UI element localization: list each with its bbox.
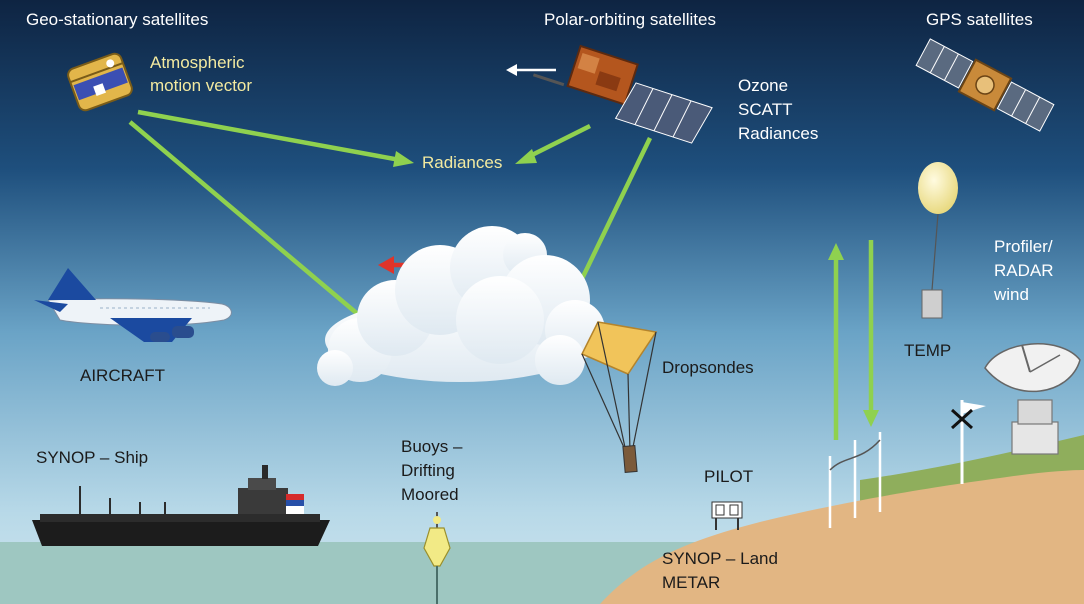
arrowhead-up-pilot bbox=[828, 243, 844, 260]
polar-obs-line2: SCATT bbox=[738, 100, 793, 119]
arrow-geo-to-radiances bbox=[137, 109, 401, 163]
anemometer-flag-icon bbox=[950, 400, 986, 484]
polar-obs-line1: Ozone bbox=[738, 76, 789, 95]
pilot-label: PILOT bbox=[704, 467, 754, 486]
synop-land-label-line2: METAR bbox=[662, 573, 721, 592]
buoys-label-line2: Drifting bbox=[401, 461, 455, 480]
arrow-polar-to-radiances bbox=[526, 123, 592, 160]
dropsonde-parachute-icon bbox=[580, 321, 658, 474]
land bbox=[600, 470, 1084, 604]
buoys-label-line3: Moored bbox=[401, 485, 459, 504]
gps-satellite-icon bbox=[915, 38, 1055, 132]
pilot-masts bbox=[828, 432, 882, 528]
radiances-label: Radiances bbox=[422, 153, 503, 172]
white-arrow bbox=[506, 64, 556, 76]
amv-label-line1: Atmospheric bbox=[150, 53, 245, 72]
profiler-label-line1: Profiler/ bbox=[994, 237, 1053, 256]
aircraft-icon bbox=[34, 268, 232, 342]
polar-orbiting-satellites-label: Polar-orbiting satellites bbox=[544, 10, 716, 29]
arrowhead-down-pilot bbox=[863, 410, 879, 427]
profiler-label-line3: wind bbox=[994, 285, 1029, 304]
amv-label-line2: motion vector bbox=[150, 76, 253, 95]
geostationary-satellite-icon bbox=[67, 52, 133, 112]
synop-land-station-icon bbox=[711, 501, 743, 530]
ship-icon bbox=[32, 465, 330, 546]
arrow-geo-to-cloud bbox=[128, 120, 362, 318]
synop-land-label-line1: SYNOP – Land bbox=[662, 549, 778, 568]
polar-obs-line3: Radiances bbox=[738, 124, 819, 143]
synop-ship-label: SYNOP – Ship bbox=[36, 448, 149, 467]
geostationary-satellites-label: Geo-stationary satellites bbox=[26, 10, 209, 29]
arrowhead-geo-to-radiances bbox=[393, 151, 414, 167]
dropsondes-label: Dropsondes bbox=[662, 358, 754, 377]
weather-balloon-icon bbox=[918, 162, 958, 319]
polar-satellite-icon bbox=[532, 44, 713, 144]
radar-dish-icon bbox=[984, 343, 1081, 455]
buoys-label-line1: Buoys – bbox=[401, 437, 463, 456]
arrowhead-polar-to-radiances bbox=[515, 149, 537, 164]
aircraft-label: AIRCRAFT bbox=[80, 366, 165, 385]
gps-satellites-label: GPS satellites bbox=[926, 10, 1033, 29]
profiler-label-line2: RADAR bbox=[994, 261, 1054, 280]
temp-label: TEMP bbox=[904, 341, 952, 360]
buoy-icon bbox=[423, 512, 451, 604]
